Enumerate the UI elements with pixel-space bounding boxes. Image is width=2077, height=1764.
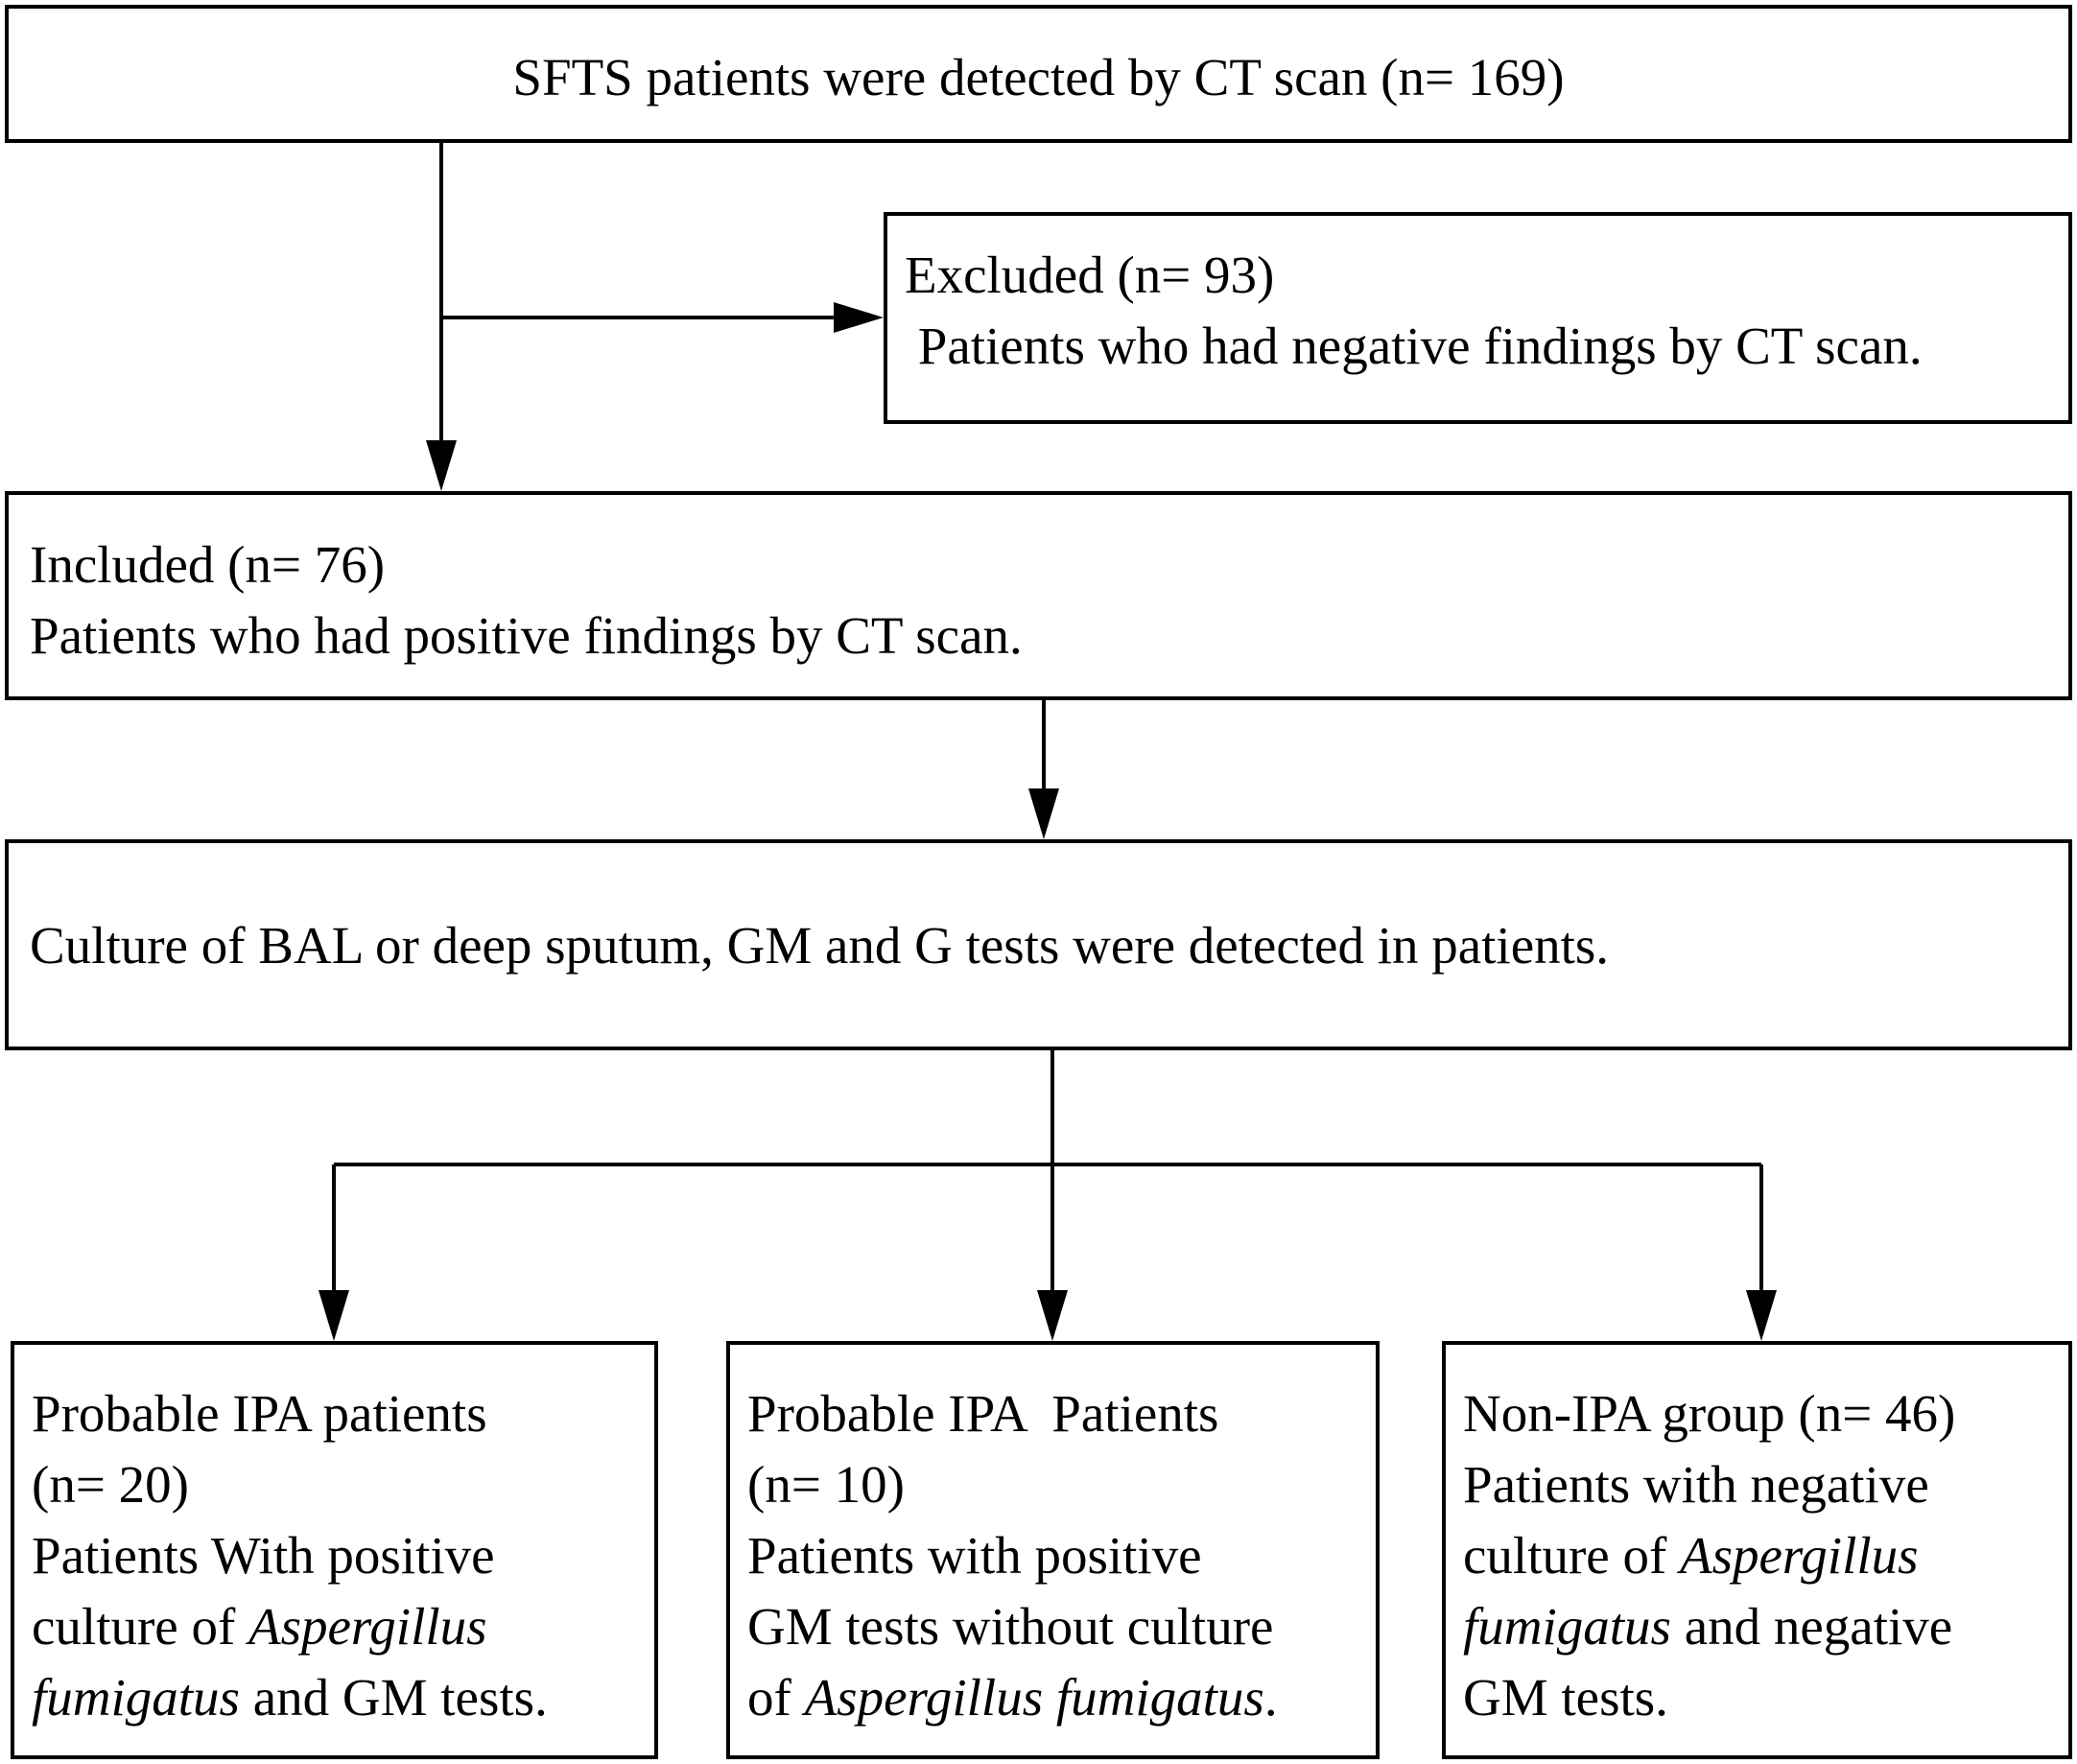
ipa1-desc-line: fumigatus and GM tests.: [32, 1662, 548, 1733]
culture-tests-text: Culture of BAL or deep sputum, GM and G …: [30, 916, 1610, 975]
nonipa-desc-line: culture of Aspergillus: [1463, 1520, 1955, 1591]
arrowhead-right-icon: [834, 302, 884, 333]
arrowhead-down-icon: [1028, 788, 1059, 839]
included-count: Included (n= 76): [30, 535, 386, 594]
excluded-count: Excluded (n= 93): [905, 246, 1275, 304]
nonipa-text-fragment: culture of: [1463, 1526, 1681, 1585]
arrowhead-down-icon: [426, 440, 457, 491]
excluded-box: Excluded (n= 93) Patients who had negati…: [884, 212, 2072, 424]
ipa2-desc-line: Patients with positive: [747, 1526, 1202, 1585]
probable-ipa-gm-box: Probable IPA Patients (n= 10) Patients w…: [726, 1341, 1380, 1759]
nonipa-species-fragment: Aspergillus: [1680, 1526, 1919, 1585]
nonipa-title: Non-IPA group (n= 46): [1463, 1384, 1956, 1443]
ipa2-count: (n= 10): [747, 1455, 905, 1514]
ipa1-desc-line: Patients With positive: [32, 1526, 495, 1585]
probable-ipa-culture-box: Probable IPA patients (n= 20) Patients W…: [11, 1341, 658, 1759]
non-ipa-group-box: Non-IPA group (n= 46) Patients with nega…: [1442, 1341, 2072, 1759]
sfts-patients-text: SFTS patients were detected by CT scan (…: [512, 48, 1565, 106]
nonipa-desc-line: GM tests.: [1463, 1668, 1668, 1727]
included-description: Patients who had positive findings by CT…: [30, 606, 1023, 665]
culture-tests-box: Culture of BAL or deep sputum, GM and G …: [5, 839, 2072, 1050]
ipa2-text-fragment: of: [747, 1668, 805, 1727]
ipa1-text-fragment: culture of: [32, 1597, 249, 1656]
included-box: Included (n= 76) Patients who had positi…: [5, 491, 2072, 700]
ipa1-species-fragment: Aspergillus: [248, 1597, 487, 1656]
ipa1-title: Probable IPA patients: [32, 1384, 487, 1443]
ipa2-species-fragment: Aspergillus fumigatus: [804, 1668, 1264, 1727]
arrowhead-down-icon: [1746, 1290, 1777, 1341]
ipa2-desc-line: GM tests without culture: [747, 1597, 1274, 1656]
nonipa-text-fragment: and negative: [1670, 1597, 1953, 1656]
nonipa-desc-line: Patients with negative: [1463, 1455, 1929, 1514]
ipa1-species-fragment: fumigatus: [32, 1668, 240, 1727]
nonipa-species-fragment: fumigatus: [1463, 1597, 1671, 1656]
ipa2-desc-line: of Aspergillus fumigatus.: [747, 1662, 1278, 1733]
ipa2-text-fragment: .: [1263, 1668, 1278, 1727]
ipa1-count: (n= 20): [32, 1455, 189, 1514]
ipa1-desc-line: culture of Aspergillus: [32, 1591, 548, 1662]
sfts-patients-box: SFTS patients were detected by CT scan (…: [5, 5, 2072, 143]
excluded-description: Patients who had negative findings by CT…: [905, 317, 1923, 375]
ipa2-title: Probable IPA Patients: [747, 1384, 1219, 1443]
arrowhead-down-icon: [1037, 1290, 1068, 1341]
nonipa-desc-line: fumigatus and negative: [1463, 1591, 1955, 1662]
arrowhead-down-icon: [319, 1290, 349, 1341]
ipa1-text-fragment: and GM tests.: [239, 1668, 548, 1727]
